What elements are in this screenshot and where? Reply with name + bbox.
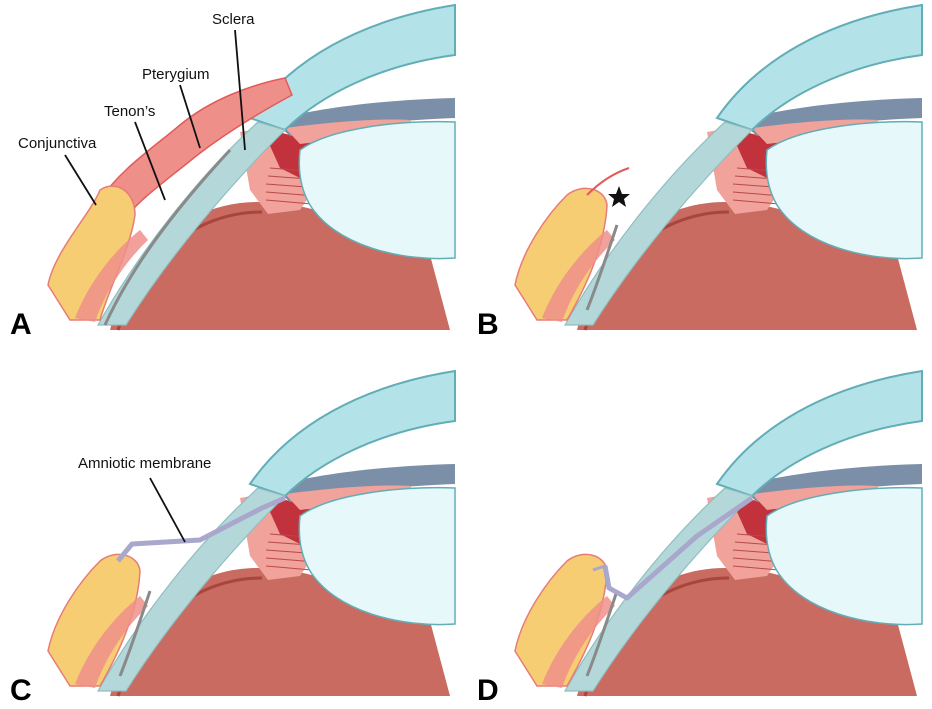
panel-d	[515, 371, 922, 696]
label-tenons: Tenon’s	[104, 104, 155, 119]
leader-amniotic-membrane	[150, 478, 185, 542]
eye-cross-section	[98, 371, 455, 696]
panel-c	[48, 371, 455, 696]
label-sclera: Sclera	[212, 12, 255, 27]
eye-cross-section	[565, 371, 922, 696]
panel-a	[48, 5, 455, 330]
leader-conjunctiva	[65, 155, 96, 205]
panel-letter-d: D	[477, 676, 499, 706]
panel-b	[515, 5, 922, 330]
eye-cross-section	[565, 5, 922, 330]
label-pterygium: Pterygium	[142, 67, 210, 82]
panel-letter-c: C	[10, 676, 32, 706]
panel-letter-a: A	[10, 310, 32, 340]
label-conjunctiva: Conjunctiva	[18, 136, 96, 151]
excision-star-icon	[608, 186, 630, 207]
panel-letter-b: B	[477, 310, 499, 340]
label-amniotic-membrane: Amniotic membrane	[78, 456, 211, 471]
